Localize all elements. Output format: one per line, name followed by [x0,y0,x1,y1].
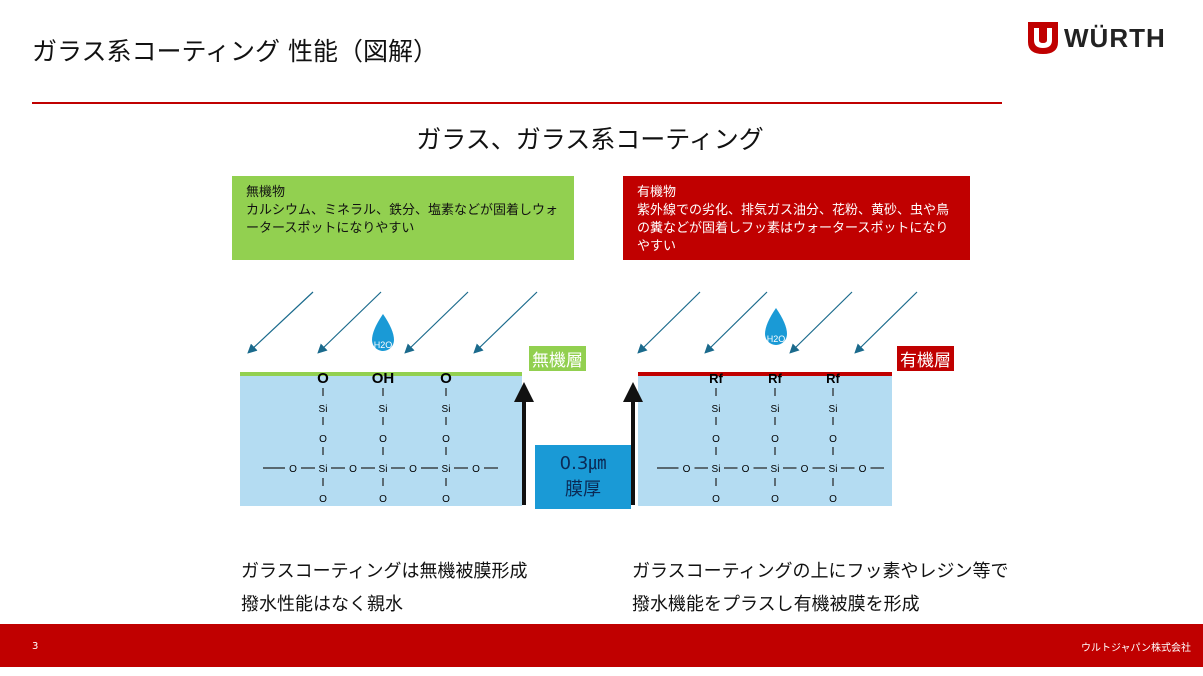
atom: Si [319,464,328,475]
light-arrow [637,291,701,354]
bridge-atom: O [742,464,750,475]
atom: O [712,434,720,445]
diagram-title: ガラス、ガラス系コーティング [416,125,764,154]
glass-layer-right [638,376,892,506]
caption-line: ガラスコーティングの上にフッ素やレジン等で [632,561,1009,582]
atom: Si [712,464,721,475]
atom: Si [442,404,451,415]
page-title: ガラス系コーティング 性能（図解） [32,37,438,66]
title-divider [32,102,1002,104]
top-atom: OH [372,370,395,387]
atom: O [829,434,837,445]
atom: Si [829,404,838,415]
atom: O [829,494,837,505]
atom: Si [771,464,780,475]
atom: Si [379,464,388,475]
company-name: ウルトジャパン株式会社 [1081,643,1191,654]
page-number: 3 [32,641,39,652]
logo-text: WÜRTH [1064,22,1166,53]
droplet-label: H2O [767,334,786,344]
top-atom: Rf [826,371,840,386]
glass-layer-left [240,376,522,506]
inorganic-heading: 無機物 [246,185,286,200]
organic-coating-line [638,372,892,376]
light-arrow [247,291,314,354]
inorganic-info-box: 無機物 カルシウム、ミネラル、鉄分、塩素などが固着しウォータースポットになりやす… [232,176,574,260]
top-atom: Rf [709,371,723,386]
caption-left: ガラスコーティングは無機被膜形成 撥水性能はなく親水 [241,555,528,621]
bridge-atom: O [801,464,809,475]
atom: Si [712,404,721,415]
water-droplet-left-icon: H2O [372,314,394,351]
light-arrow [404,291,469,354]
atom: O [442,434,450,445]
light-arrow [854,291,918,354]
light-arrow [704,291,768,354]
top-atom: O [317,370,329,387]
bridge-atom: O [683,464,691,475]
top-atom: O [440,370,452,387]
atom: O [771,494,779,505]
light-arrow [789,291,853,354]
droplet-label: H2O [374,340,393,350]
atom: Si [442,464,451,475]
bridge-atom: O [472,464,480,475]
caption-line: ガラスコーティングは無機被膜形成 [241,561,528,582]
atom: Si [379,404,388,415]
atom: O [712,494,720,505]
atom: O [771,434,779,445]
bridge-atom: O [349,464,357,475]
atom: O [442,494,450,505]
atom: O [319,494,327,505]
inorganic-body: カルシウム、ミネラル、鉄分、塩素などが固着しウォータースポットになりやすい [246,203,559,236]
atom: Si [319,404,328,415]
organic-info-box: 有機物 紫外線での劣化、排気ガス油分、花粉、黄砂、虫や鳥の糞などが固着しフッ素は… [623,176,970,260]
thickness-label: 膜厚 [565,479,601,500]
organic-body: 紫外線での劣化、排気ガス油分、花粉、黄砂、虫や鳥の糞などが固着しフッ素はウォータ… [637,203,950,254]
caption-line: 撥水性能はなく親水 [241,594,403,615]
footer-bar: 3 ウルトジャパン株式会社 [0,624,1203,667]
thickness-value: 0.3㎛ [559,453,607,474]
caption-line: 撥水機能をプラスし有機被膜を形成 [632,594,920,615]
atom: Si [829,464,838,475]
atom: O [379,434,387,445]
thickness-box: 0.3㎛ 膜厚 [535,445,631,509]
wurth-logo-icon [1028,22,1058,54]
organic-heading: 有機物 [637,185,677,200]
water-droplet-right-icon: H2O [765,308,787,345]
atom: Si [771,404,780,415]
inorganic-layer-label: 無機層 [529,346,586,371]
wurth-logo: WÜRTH [1028,22,1166,54]
top-atom: Rf [768,371,782,386]
atom: O [319,434,327,445]
caption-right: ガラスコーティングの上にフッ素やレジン等で 撥水機能をプラスし有機被膜を形成 [632,555,1009,621]
bridge-atom: O [409,464,417,475]
inorganic-coating-line [240,372,522,376]
bridge-atom: O [289,464,297,475]
atom: O [379,494,387,505]
light-arrow [473,291,538,354]
bridge-atom: O [859,464,867,475]
organic-layer-label: 有機層 [897,346,954,371]
light-arrow [317,291,382,354]
